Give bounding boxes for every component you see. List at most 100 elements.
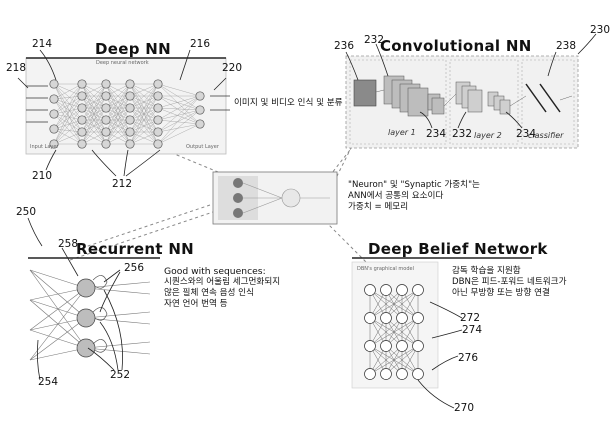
rnn-caption-line: Good with sequences: [164, 266, 266, 277]
neuron-node [125, 91, 135, 101]
dbn-node [412, 312, 424, 324]
deep-nn-inner-title: Deep neural network [96, 60, 149, 66]
ref-250: 250 [16, 206, 37, 218]
dbn-node [396, 368, 408, 380]
center-caption-line: 가중치 = 메모리 [348, 202, 409, 212]
dbn-node [396, 312, 408, 324]
rnn-caption-line: 자연 언어 번역 등 [164, 299, 228, 309]
deep-nn-leaders [17, 49, 227, 177]
center-neuron-box [212, 171, 338, 225]
center-caption-line: "Neuron" 및 "Synaptic 가중치"는 [348, 180, 480, 190]
neuron-node [153, 115, 163, 125]
dbn-node [364, 368, 376, 380]
neuron-node [49, 124, 59, 134]
dbn-node [380, 284, 392, 296]
deep-nn-title: Deep NN [95, 40, 171, 58]
neuron-node [77, 115, 87, 125]
neuron-node [101, 79, 111, 89]
neuron-node [49, 79, 59, 89]
neuron-node [77, 103, 87, 113]
neuron-node [77, 91, 87, 101]
rnn-caption-line: 시퀀스와의 어울림 세그먼화되지 [164, 277, 281, 287]
neuron-node [77, 139, 87, 149]
ref-218: 218 [6, 62, 27, 74]
ref-276: 276 [458, 352, 479, 364]
dbn-node [380, 340, 392, 352]
neuron-node [195, 119, 205, 129]
neuron-node [101, 127, 111, 137]
rnn-title: Recurrent NN [76, 240, 195, 258]
dbn-node [364, 340, 376, 352]
neuron-node [49, 94, 59, 104]
ref-210: 210 [32, 170, 53, 182]
neuron-node [195, 91, 205, 101]
rnn-leaders [27, 217, 123, 381]
dbn-node [412, 368, 424, 380]
dbn-node [380, 312, 392, 324]
ref-256: 256 [124, 262, 145, 274]
rnn-caption-line: 않은 필체 연속 음성 인식 [164, 288, 254, 298]
ref-212: 212 [112, 178, 133, 190]
neuron-node [125, 103, 135, 113]
cnn-panel [345, 55, 579, 149]
dbn-title: Deep Belief Network [368, 240, 548, 258]
rnn-caption: Good with sequences: 시퀀스와의 어울림 세그먼화되지 않은… [164, 266, 280, 310]
neuron-node [125, 127, 135, 137]
deep-nn-caption: 이미지 및 비디오 인식 및 분류 [234, 98, 343, 108]
center-caption: "Neuron" 및 "Synaptic 가중치"는 ANN에서 공통의 요소이… [348, 180, 480, 213]
dbn-node [380, 368, 392, 380]
dbn-node [412, 284, 424, 296]
neuron-node [153, 79, 163, 89]
neuron-node [77, 79, 87, 89]
center-caption-line: ANN에서 공통의 요소이다 [348, 191, 444, 201]
ref-232-bottom: 232 [452, 128, 473, 140]
dbn-inner-title: DBN's graphical model [357, 266, 414, 272]
ref-220: 220 [222, 62, 243, 74]
ref-236: 236 [334, 40, 355, 52]
cnn-title: Convolutional NN [380, 37, 532, 55]
ref-258: 258 [58, 238, 79, 250]
deep-nn-panel [25, 57, 230, 155]
neuron-node [125, 79, 135, 89]
neuron-node [101, 115, 111, 125]
cnn-classifier-label: classifier [528, 131, 564, 140]
dbn-node [396, 284, 408, 296]
neuron-node [101, 91, 111, 101]
ref-234-right: 234 [516, 128, 537, 140]
neuron-node [125, 115, 135, 125]
ref-214: 214 [32, 38, 53, 50]
neuron-node [153, 139, 163, 149]
ref-234-left: 234 [426, 128, 447, 140]
dbn-panel [351, 257, 532, 389]
ref-254: 254 [38, 376, 59, 388]
dbn-caption-line: 아닌 무방향 또는 방향 연결 [452, 288, 550, 298]
ref-230: 230 [590, 24, 611, 36]
neuron-node [153, 91, 163, 101]
dbn-leaders [417, 301, 463, 409]
cnn-layer1-label: layer 1 [388, 128, 416, 137]
rnn-neuron-node [76, 308, 96, 328]
dbn-node [364, 312, 376, 324]
deep-nn-input-label: Input Layer [30, 144, 59, 150]
dbn-node [412, 340, 424, 352]
ref-270: 270 [454, 402, 475, 414]
neuron-node [49, 109, 59, 119]
dbn-caption: 감독 학습을 지원함 DBN은 피드-포워드 네트워크가 아닌 무방향 또는 방… [452, 266, 566, 299]
dbn-node [396, 340, 408, 352]
deep-nn-output-label: Output Layer [186, 144, 219, 150]
neuron-node [125, 139, 135, 149]
cnn-leaders [345, 33, 597, 129]
ref-232-top: 232 [364, 34, 385, 46]
ref-272: 272 [460, 312, 481, 324]
rnn-neuron-node [76, 338, 96, 358]
deep-nn-nodes [49, 79, 205, 149]
neuron-node [153, 127, 163, 137]
dbn-node [364, 284, 376, 296]
dbn-caption-line: DBN은 피드-포워드 네트워크가 [452, 277, 567, 287]
neuron-node [101, 139, 111, 149]
deep-nn-connections [53, 83, 201, 145]
cnn-layer2-label: layer 2 [474, 131, 502, 140]
ref-216: 216 [190, 38, 211, 50]
neuron-node [153, 103, 163, 113]
